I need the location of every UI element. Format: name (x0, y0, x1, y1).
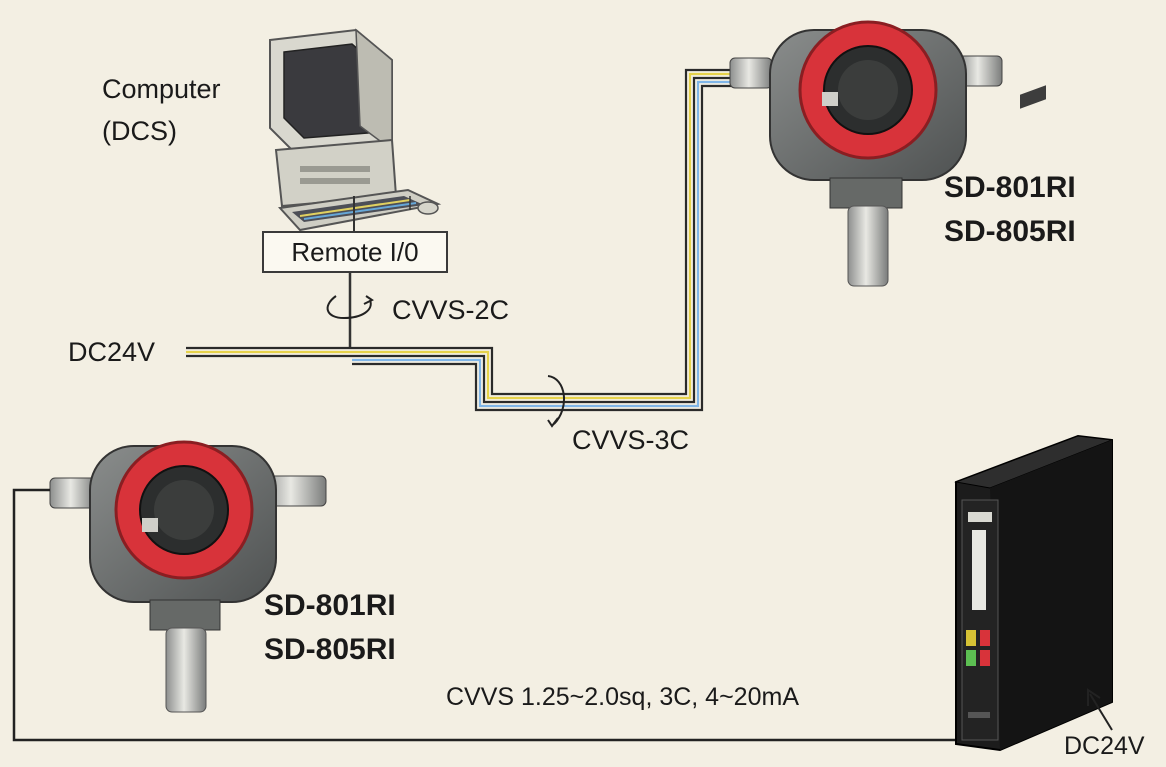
twist-symbol-2c (326, 295, 374, 320)
bottom-loop-cable (12, 488, 958, 742)
cvvs-3c-label: CVVS-3C (572, 425, 690, 455)
cvvs-2c-label: CVVS-2C (392, 295, 510, 325)
detector-bottom-model-1: SD-801RI (264, 589, 396, 622)
computer-icon (269, 28, 442, 232)
remote-io-box: Remote I/0 (262, 231, 448, 273)
controller-unit-icon (954, 85, 1113, 752)
remote-io-label: Remote I/0 (291, 237, 419, 267)
gas-detector-top-icon (729, 20, 1003, 287)
gas-detector-bottom-icon (49, 440, 327, 713)
dc24v-right-label: DC24V (1064, 732, 1145, 760)
detector-bottom-model-2: SD-805RI (264, 633, 396, 666)
bottom-cable-spec-label: CVVS 1.25~2.0sq, 3C, 4~20mA (446, 683, 799, 711)
detector-top-model-2: SD-805RI (944, 215, 1076, 248)
dc24v-arrow-icon (1087, 688, 1113, 731)
twist-symbol-3c (547, 375, 566, 428)
dc24v-left-label: DC24V (68, 337, 156, 367)
detector-top-model-1: SD-801RI (944, 171, 1076, 204)
dc24v-cable (186, 68, 740, 412)
computer-label: Computer (102, 74, 221, 104)
computer-dcs-label: (DCS) (102, 116, 177, 146)
